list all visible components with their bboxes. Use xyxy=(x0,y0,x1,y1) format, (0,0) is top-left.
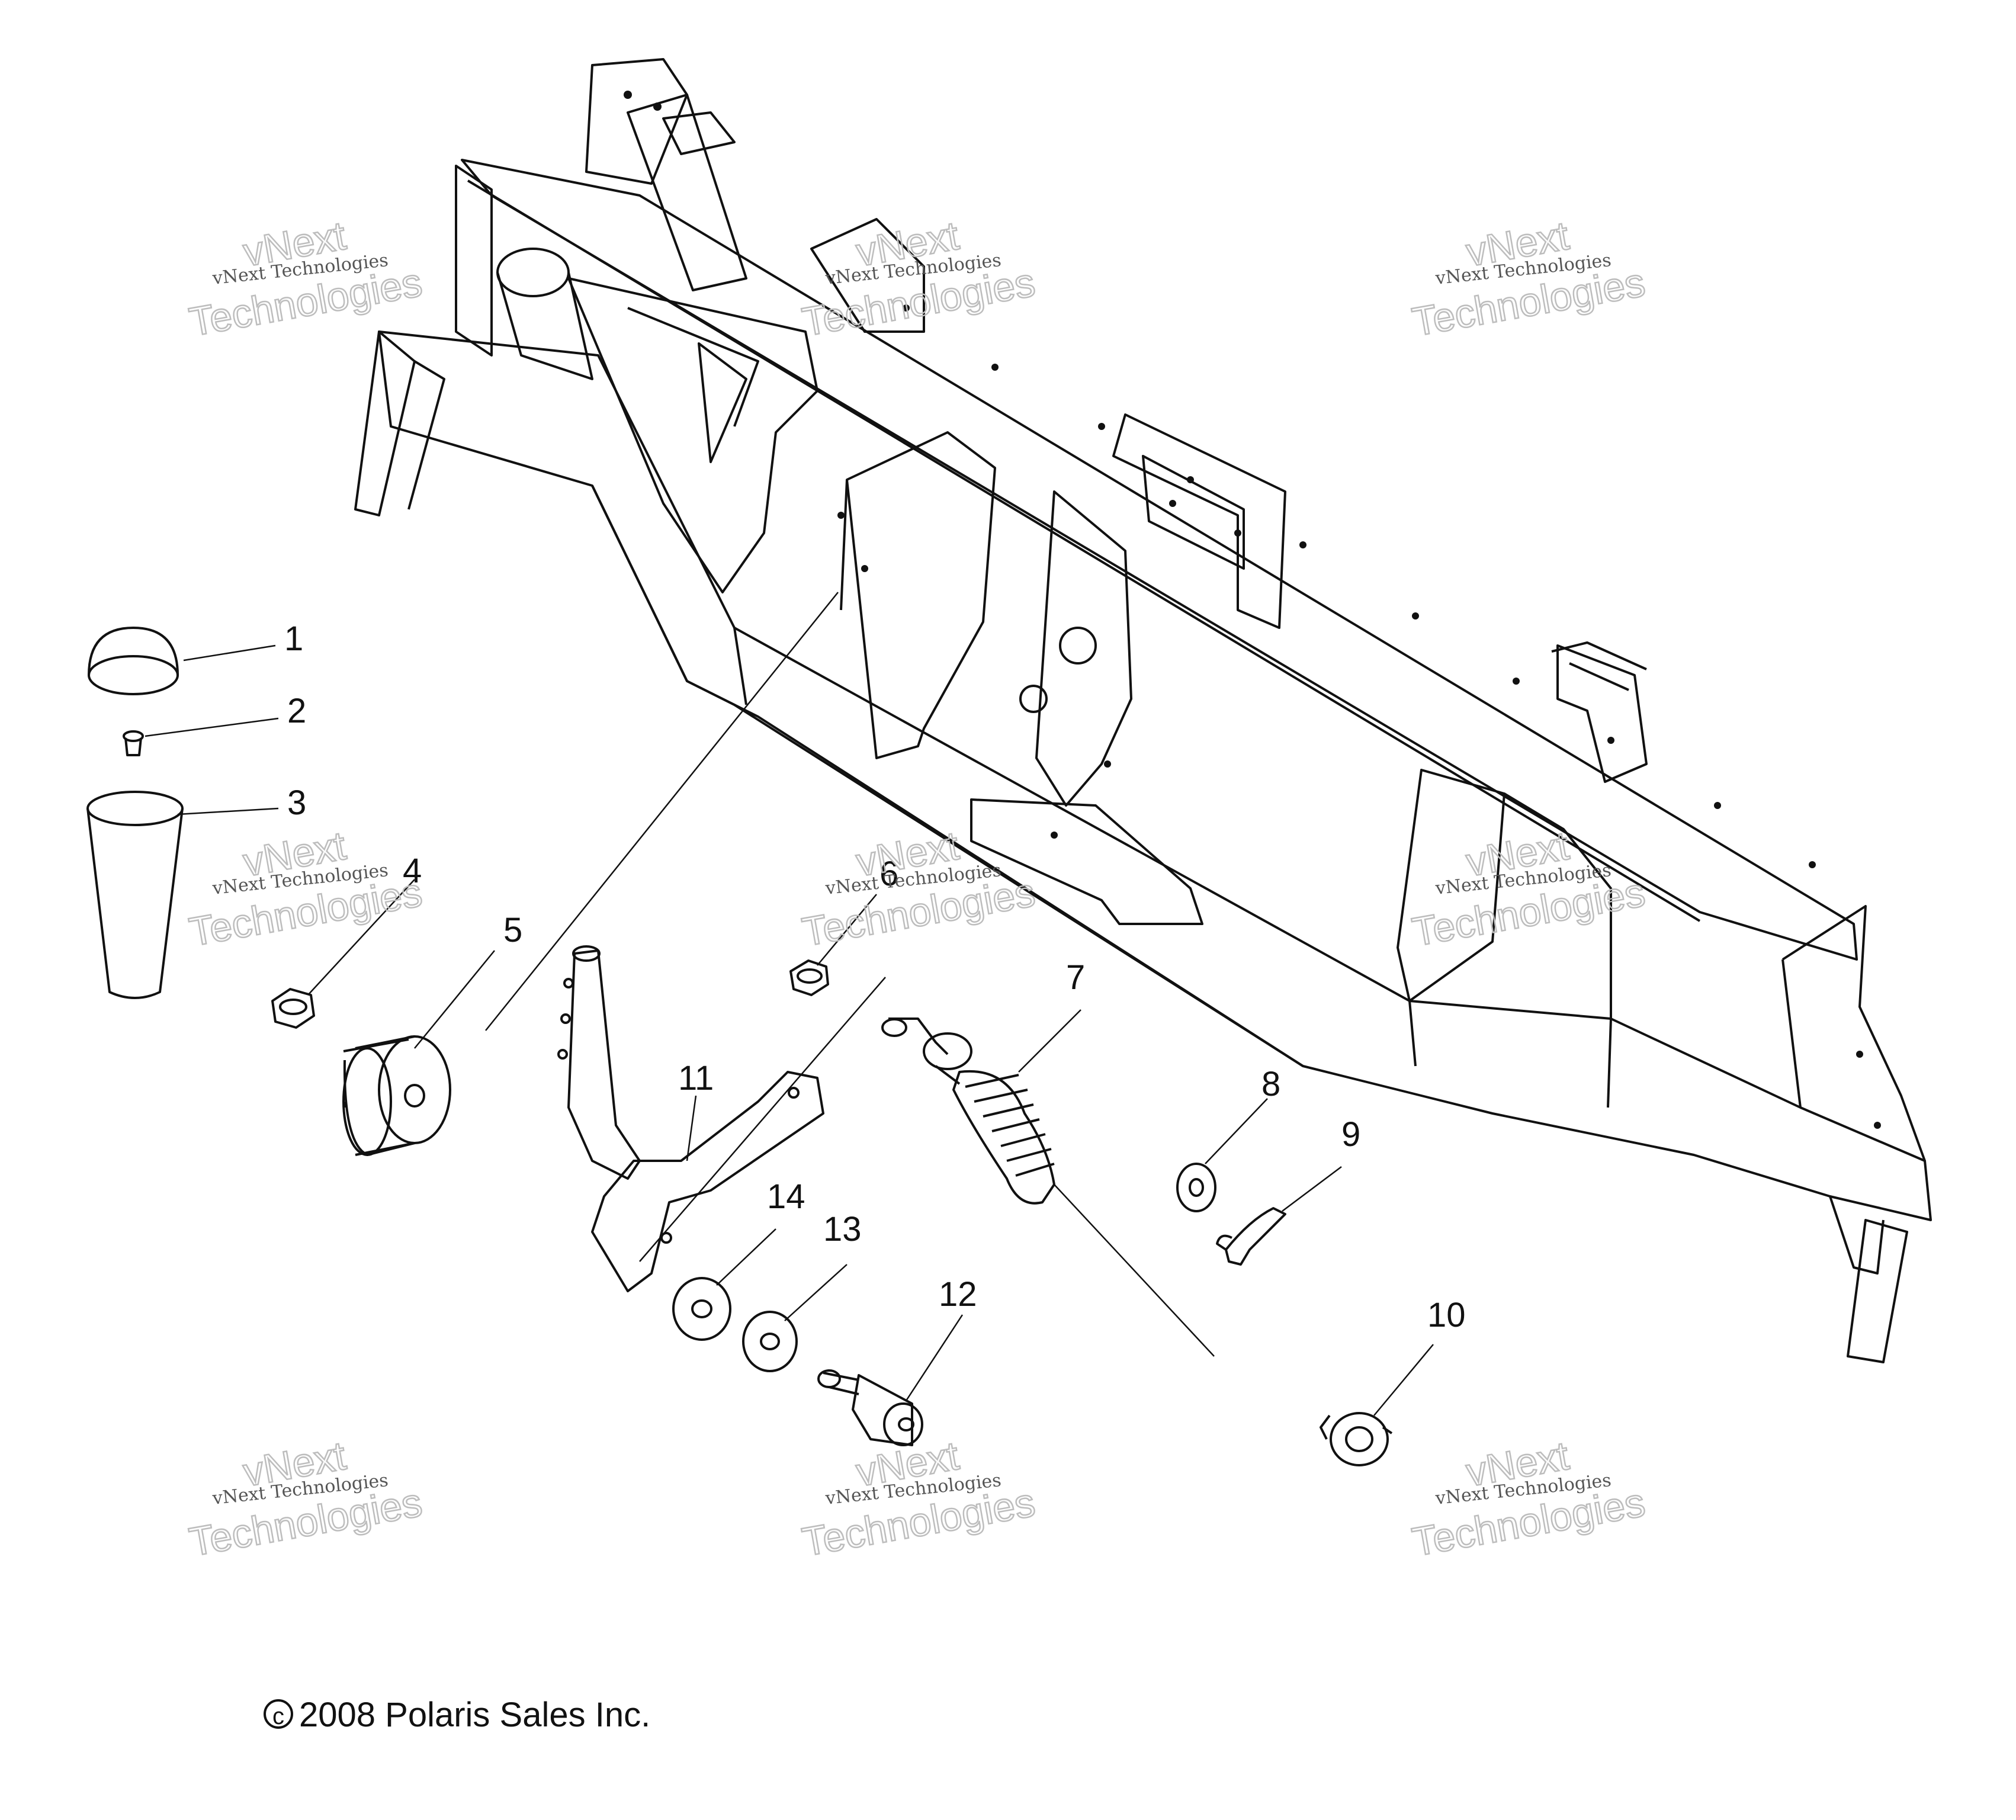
callout-7: 7 xyxy=(1066,958,1085,997)
watermark-3-1: vNext Technologies vNext Technologies xyxy=(185,1432,426,1565)
callout-12: 12 xyxy=(939,1275,977,1314)
part-8-washer xyxy=(1176,1163,1216,1212)
part-3-knob xyxy=(86,791,184,999)
part-2-screw xyxy=(123,730,144,756)
callout-6: 6 xyxy=(879,855,898,893)
copyright-symbol: c xyxy=(264,1699,293,1729)
callout-2: 2 xyxy=(287,692,306,730)
callout-9: 9 xyxy=(1341,1115,1360,1154)
callout-11: 11 xyxy=(678,1059,714,1097)
part-6-nut xyxy=(789,959,829,996)
watermark-2-3: vNext Technologies vNext Technologies xyxy=(1408,822,1649,955)
part-5-bumper xyxy=(342,1035,451,1156)
callout-8: 8 xyxy=(1261,1065,1280,1103)
callout-10: 10 xyxy=(1427,1296,1466,1334)
callout-13: 13 xyxy=(823,1210,862,1248)
callout-1: 1 xyxy=(284,619,303,658)
watermark-2-2: vNext Technologies vNext Technologies xyxy=(798,822,1039,955)
callout-3: 3 xyxy=(287,784,306,822)
part-13-washer xyxy=(742,1311,798,1372)
watermarks: vNext Technologies vNext Technologies vN… xyxy=(185,212,1649,1565)
part-7-spring xyxy=(881,1017,1055,1205)
part-4-nut xyxy=(271,988,315,1029)
part-12-pin xyxy=(817,1369,923,1446)
watermark-1-1: vNext Technologies vNext Technologies xyxy=(185,212,426,345)
watermark-3-2: vNext Technologies vNext Technologies xyxy=(798,1432,1039,1565)
callout-4: 4 xyxy=(403,852,422,890)
frame-assembly xyxy=(354,58,1932,1363)
part-11-lever xyxy=(557,945,824,1292)
loose-parts xyxy=(86,627,1393,1466)
callout-labels: 1 2 3 4 5 6 7 8 9 10 11 12 13 14 xyxy=(284,619,1466,1334)
part-1-cap xyxy=(88,627,179,695)
watermark-1-2: vNext Technologies vNext Technologies xyxy=(798,212,1039,345)
frame-holes xyxy=(624,91,1881,1129)
leader-lines xyxy=(145,592,1434,1416)
watermark-2-1: vNext Technologies vNext Technologies xyxy=(185,822,426,955)
callout-5: 5 xyxy=(503,911,522,949)
part-9-clip xyxy=(1216,1207,1286,1266)
copyright-text: 2008 Polaris Sales Inc. xyxy=(299,1696,651,1734)
watermark-3-3: vNext Technologies vNext Technologies xyxy=(1408,1432,1649,1565)
watermark-1-3: vNext Technologies vNext Technologies xyxy=(1408,212,1649,345)
part-10-bushing xyxy=(1320,1412,1393,1466)
callout-14: 14 xyxy=(767,1177,805,1216)
part-14-washer xyxy=(672,1277,731,1341)
